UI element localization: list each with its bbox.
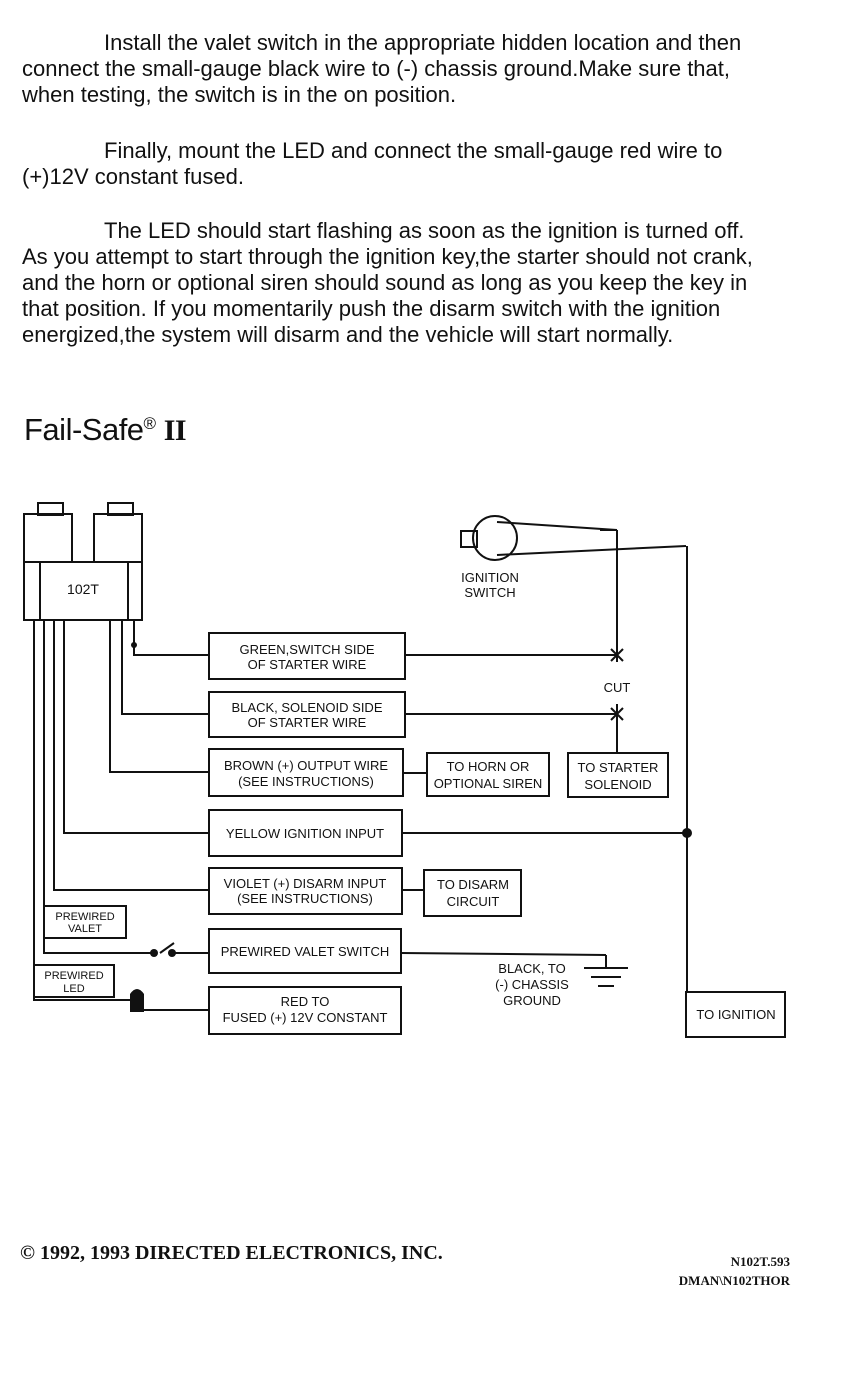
prewired-led-label: LED <box>63 983 84 995</box>
ignition-switch-label: SWITCH <box>464 585 515 600</box>
paragraph-first-line: Finally, mount the LED and connect the s… <box>104 138 723 163</box>
violet-wire-label: VIOLET (+) DISARM INPUT <box>224 876 387 891</box>
doc-path: DMAN\N102THOR <box>678 1273 790 1288</box>
title-name: Fail-Safe <box>24 412 144 447</box>
led-wire <box>33 620 130 1001</box>
paragraph-line: energized,the system will disarm and the… <box>22 322 674 347</box>
ground-label: GROUND <box>503 993 561 1008</box>
red-wire-label: RED TO <box>281 994 330 1009</box>
wiring-diagram: 102T IGNITION SWITCH CUT GREEN,SWITCH SI… <box>23 502 786 1038</box>
starter-label: SOLENOID <box>584 777 651 792</box>
prewired-led-label: PREWIRED <box>44 970 103 982</box>
registered-mark: ® <box>143 414 157 433</box>
black-wire-label: OF STARTER WIRE <box>248 715 367 730</box>
brown-wire <box>109 620 209 773</box>
relay-left <box>23 513 73 563</box>
green-wire <box>133 620 209 656</box>
prewired-valet-label: VALET <box>68 923 102 935</box>
horn-label: TO HORN OR <box>447 759 530 774</box>
violet-wire <box>53 620 209 891</box>
relay-right <box>93 513 143 563</box>
horn-label: OPTIONAL SIREN <box>434 776 543 791</box>
ignition-switch-icon <box>472 515 518 561</box>
green-wire-label: OF STARTER WIRE <box>248 657 367 672</box>
red-wire-label: FUSED (+) 12V CONSTANT <box>223 1010 388 1025</box>
green-wire-label: GREEN,SWITCH SIDE <box>239 642 374 657</box>
valet-wire <box>43 620 152 954</box>
paragraph-first-line: The LED should start flashing as soon as… <box>104 218 745 243</box>
ground-label: BLACK, TO <box>498 961 565 976</box>
brown-wire-label: BROWN (+) OUTPUT WIRE <box>224 758 388 773</box>
disarm-box <box>423 869 522 917</box>
valet-switch-box <box>208 928 402 974</box>
paragraph-first-line: Install the valet switch in the appropri… <box>104 30 742 55</box>
ignition-switch-label: IGNITION <box>461 570 519 585</box>
instruction-paragraph-valet: Install the valet switch in the appropri… <box>22 30 812 108</box>
disarm-label: TO DISARM <box>437 877 509 892</box>
cut-label: CUT <box>604 680 631 695</box>
doc-code: N102T.593 <box>730 1254 790 1269</box>
black-wire <box>121 620 209 715</box>
brown-wire-label: (SEE INSTRUCTIONS) <box>238 774 374 789</box>
valet-switch-label: PREWIRED VALET SWITCH <box>221 944 390 959</box>
starter-label: TO STARTER <box>578 760 659 775</box>
prewired-valet-label: PREWIRED <box>55 911 114 923</box>
title-suffix: II <box>163 414 187 447</box>
instruction-paragraph-led: Finally, mount the LED and connect the s… <box>22 138 812 190</box>
module-label: 102T <box>67 581 99 597</box>
black-wire-label: BLACK, SOLENOID SIDE <box>232 700 383 715</box>
disarm-label: CIRCUIT <box>447 894 500 909</box>
section-title: Fail-Safe® II <box>24 412 187 448</box>
yellow-wire-label: YELLOW IGNITION INPUT <box>226 826 384 841</box>
paragraph-line: that position. If you momentarily push t… <box>22 296 721 321</box>
ignition-box <box>685 991 786 1038</box>
yellow-wire <box>63 620 209 834</box>
prewired-valet-box <box>43 905 127 939</box>
prewired-led-box <box>33 964 115 998</box>
module-102t-box <box>23 561 143 621</box>
paragraph-line: when testing, the switch is in the on po… <box>22 82 457 107</box>
led-icon <box>130 989 144 1012</box>
horn-box <box>426 752 550 797</box>
instruction-paragraph-operation: The LED should start flashing as soon as… <box>22 218 812 348</box>
paragraph-line: As you attempt to start through the igni… <box>22 244 753 269</box>
ignition-target-label: TO IGNITION <box>696 1007 775 1022</box>
copyright-notice: © 1992, 1993 DIRECTED ELECTRONICS, INC. <box>20 1242 443 1264</box>
paragraph-line: (+)12V constant fused. <box>22 164 244 189</box>
paragraph-line: and the horn or optional siren should so… <box>22 270 748 295</box>
paragraph-line: connect the small-gauge black wire to (-… <box>22 56 730 81</box>
ground-label: (-) CHASSIS <box>495 977 569 992</box>
violet-wire-label: (SEE INSTRUCTIONS) <box>237 891 373 906</box>
